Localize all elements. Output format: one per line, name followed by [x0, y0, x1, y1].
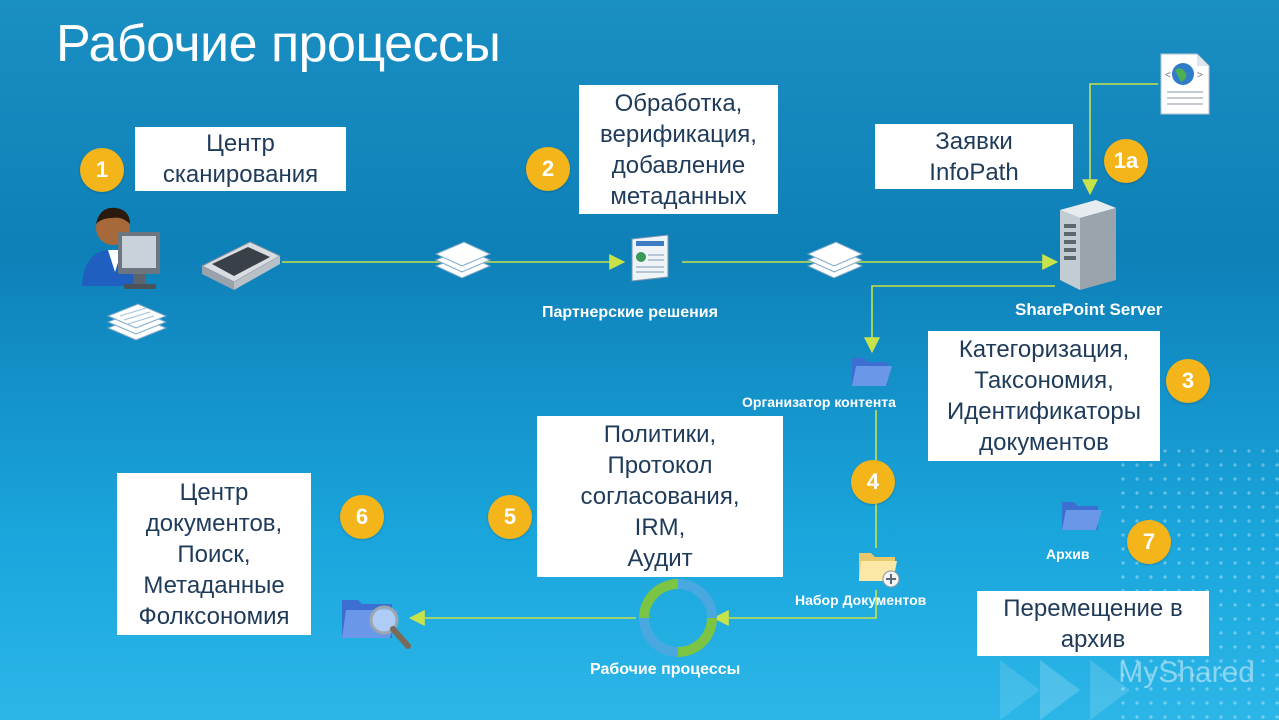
- box-text: IRM,: [634, 514, 686, 541]
- step-badge-1: 1: [80, 148, 124, 192]
- box-doc-center: Центр документов, Поиск, Метаданные Фолк…: [117, 473, 311, 635]
- box-text: Категоризация,: [958, 336, 1130, 363]
- box-text: Центр: [179, 478, 249, 506]
- box-text: согласования,: [580, 483, 740, 510]
- box-processing: Обработка, верификация, добавление метад…: [579, 85, 778, 214]
- box-categorization: Категоризация, Таксономия, Идентификатор…: [928, 331, 1160, 461]
- user-at-computer-icon: [82, 207, 160, 289]
- box-text: документов: [979, 429, 1109, 456]
- label-sharepoint-server: SharePoint Server: [1015, 300, 1163, 319]
- step-badge-6: 6: [340, 495, 384, 539]
- line-docset-to-workflow: [712, 590, 877, 626]
- box-text: Заявки: [935, 127, 1013, 155]
- label-archive: Архив: [1046, 546, 1090, 562]
- box-infopath: Заявки InfoPath: [875, 124, 1073, 189]
- folder-icon: [852, 358, 892, 386]
- box-text: Перемещение в: [1003, 594, 1183, 622]
- documents-stack-icon: [806, 241, 864, 279]
- box-text: добавление: [611, 151, 746, 179]
- documents-stack-icon: [106, 303, 168, 341]
- box-text: Поиск,: [177, 540, 251, 568]
- step-badge-2: 2: [526, 147, 570, 191]
- box-text: Аудит: [627, 545, 693, 572]
- box-text: Центр: [206, 130, 275, 157]
- label-workflows: Рабочие процессы: [590, 661, 741, 678]
- web-page-icon: [631, 234, 669, 282]
- page-title: Рабочие процессы: [56, 15, 501, 73]
- label-content-organizer: Организатор контента: [742, 394, 896, 410]
- server-icon: [1060, 200, 1116, 290]
- line-server-to-organizer: [864, 285, 1055, 354]
- box-text: Политики,: [603, 421, 717, 448]
- step-badge-5: 5: [488, 495, 532, 539]
- infopath-document-icon: < >: [1160, 53, 1210, 115]
- box-text: Протокол: [607, 452, 713, 479]
- step-badge-7: 7: [1127, 520, 1171, 564]
- box-text: метаданных: [610, 182, 747, 210]
- step-badge-3: 3: [1166, 359, 1210, 403]
- box-text: Идентификаторы: [947, 398, 1141, 425]
- archive-folder-icon: [1062, 502, 1102, 530]
- box-text: архив: [1060, 625, 1126, 653]
- line-infopath-to-server: [1082, 83, 1158, 196]
- box-scan-center: Центр сканирования: [135, 127, 346, 191]
- box-text: InfoPath: [929, 158, 1019, 186]
- step-badge-4: 4: [851, 460, 895, 504]
- label-document-set: Набор Документов: [795, 592, 927, 608]
- box-text: документов,: [145, 509, 283, 537]
- box-text: Обработка,: [614, 89, 743, 117]
- svg-text:<: <: [1165, 70, 1171, 81]
- box-text: Фолксономия: [138, 602, 290, 630]
- box-archive-move: Перемещение в архив: [977, 591, 1209, 656]
- workflow-cycle-icon: [639, 579, 717, 657]
- box-text: сканирования: [162, 161, 319, 188]
- step-badge-1a: 1a: [1104, 139, 1148, 183]
- box-text: Таксономия,: [974, 367, 1114, 394]
- box-text: Метаданные: [143, 571, 285, 599]
- box-text: верификация,: [600, 120, 757, 148]
- svg-text:>: >: [1197, 70, 1203, 81]
- search-folder-icon: [342, 600, 411, 649]
- folder-add-icon: [859, 553, 900, 588]
- scanner-icon: [200, 241, 282, 290]
- box-policies: Политики, Протокол согласования, IRM, Ау…: [537, 416, 783, 577]
- watermark: MyShared: [1118, 656, 1255, 689]
- label-partner-solutions: Партнерские решения: [542, 304, 718, 321]
- documents-stack-icon: [434, 241, 492, 279]
